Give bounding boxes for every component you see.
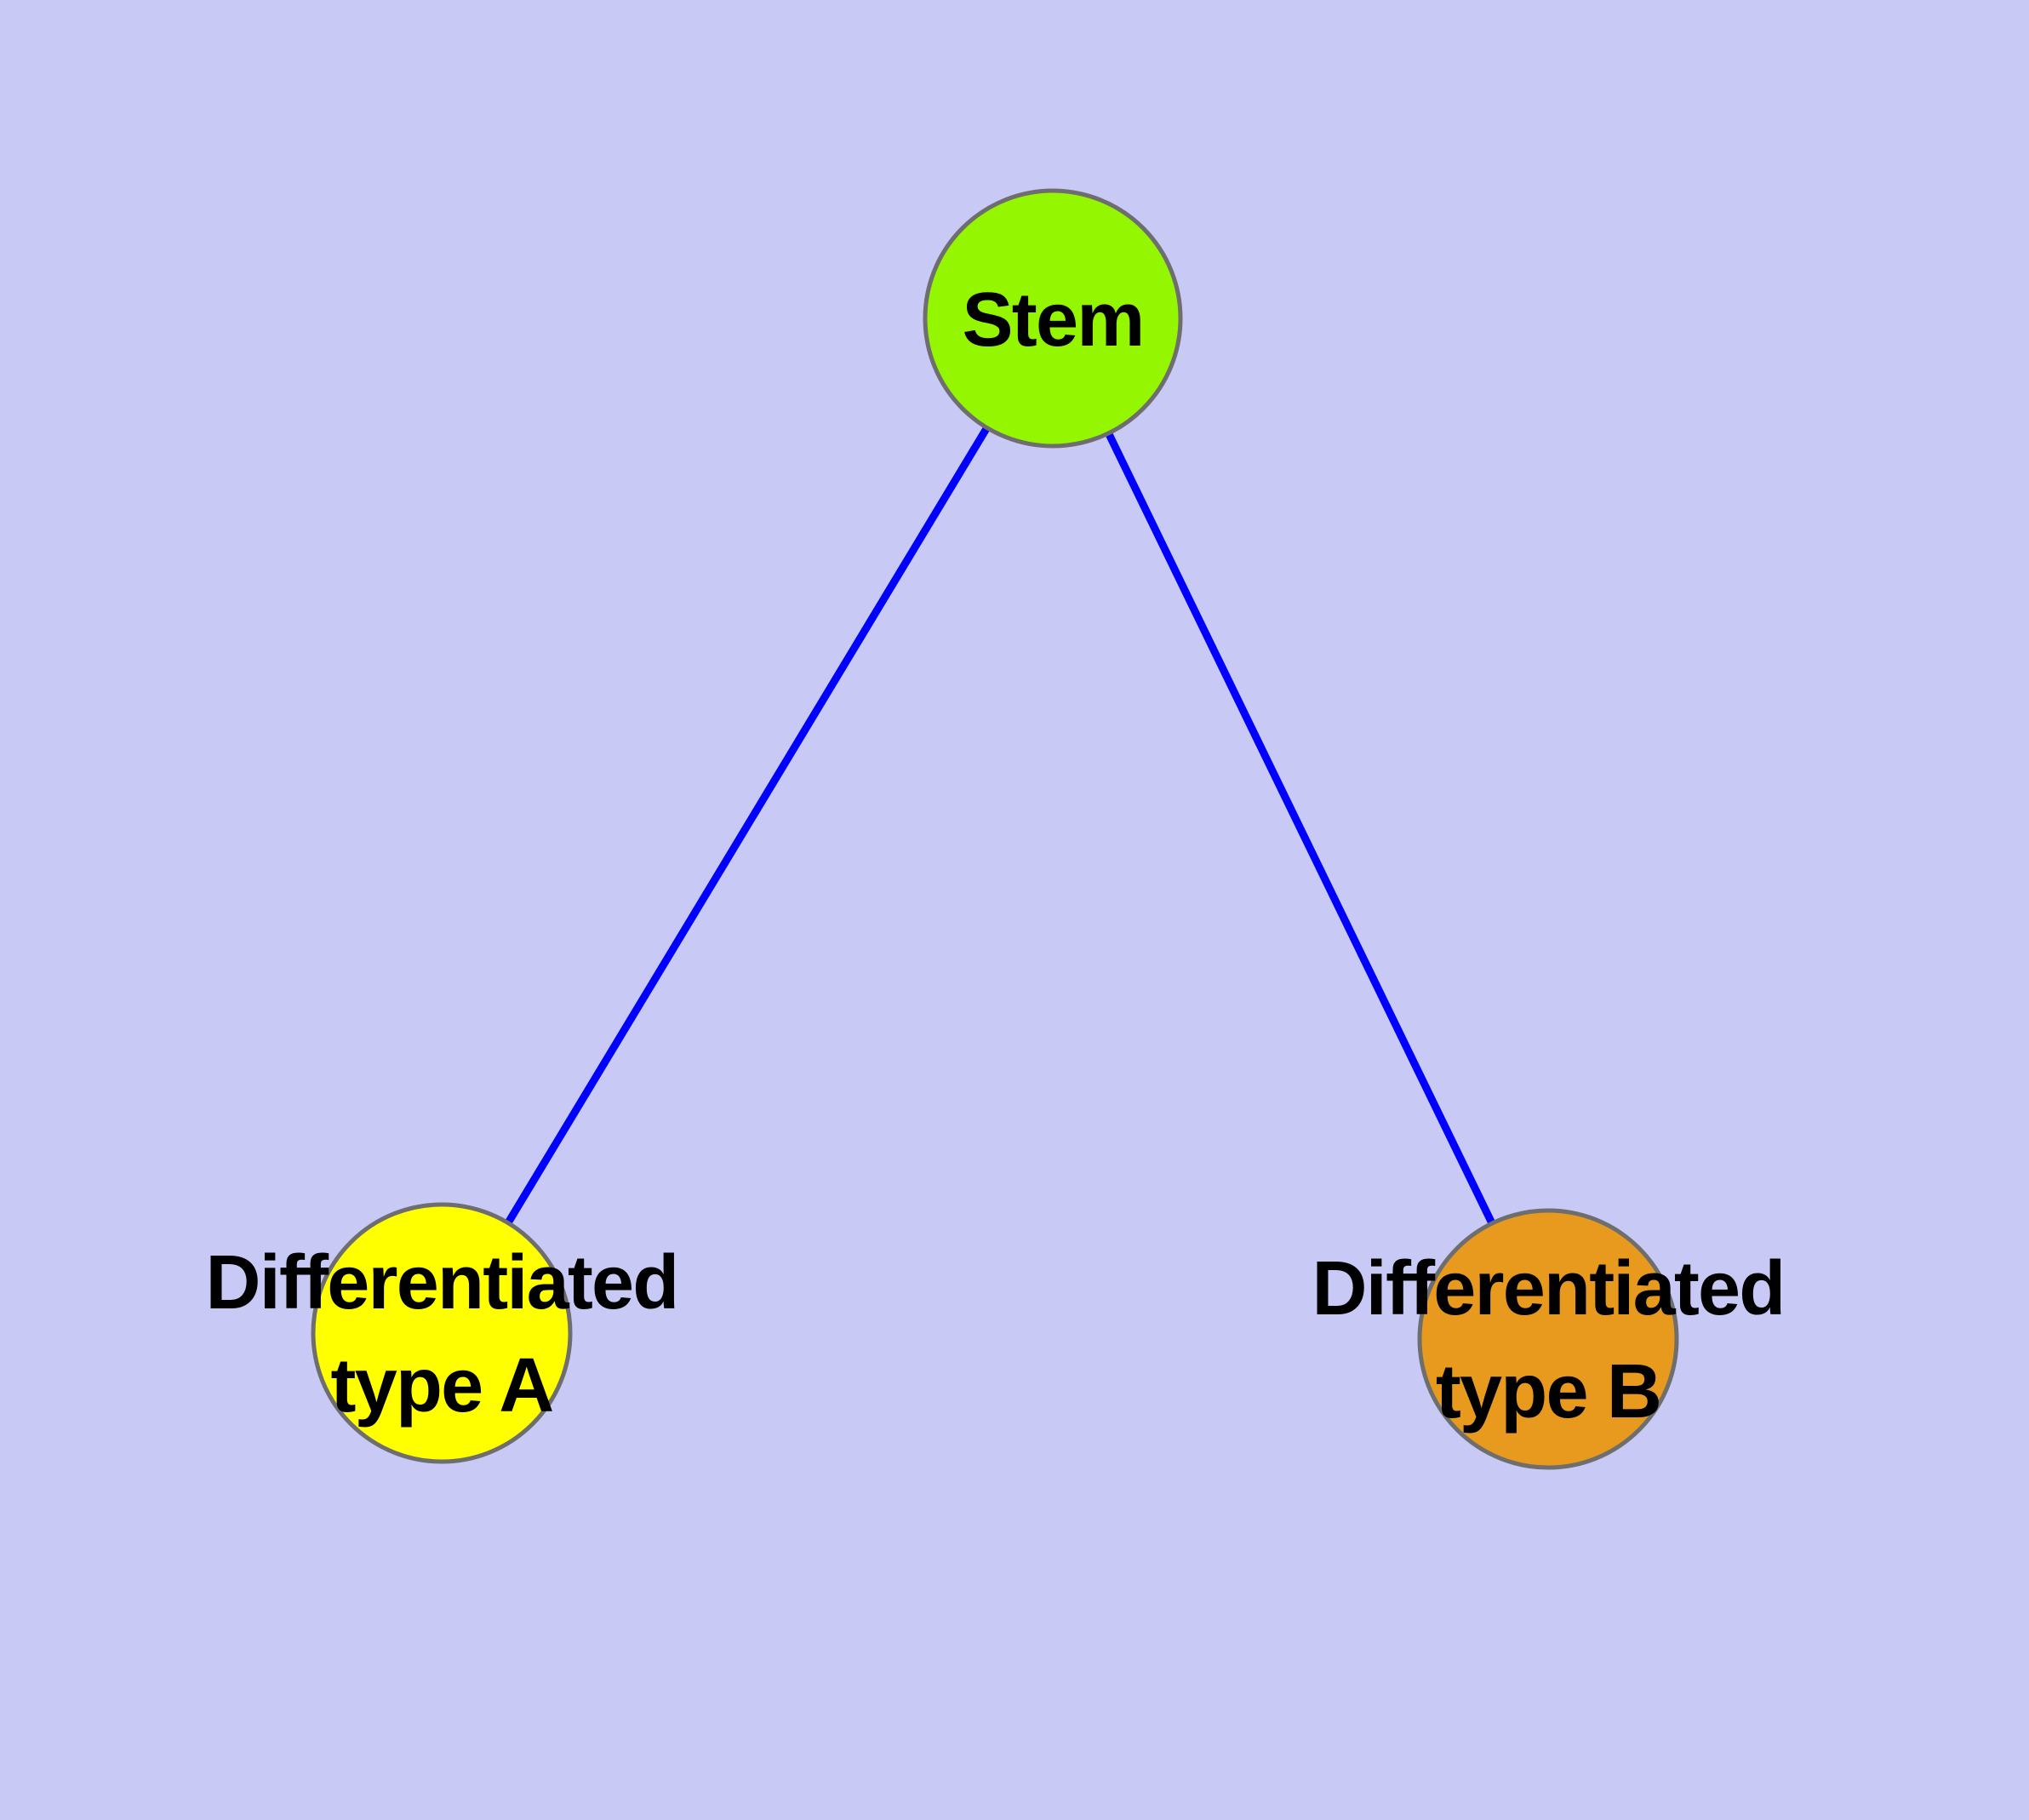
- node-differentiated-type-b[interactable]: [1417, 1208, 1679, 1470]
- node-type-a-label-line1: Differentiated: [206, 1240, 678, 1325]
- edge-stem-to-type-b: [1049, 317, 1552, 1341]
- node-stem-label: Stem: [963, 278, 1144, 363]
- node-stem[interactable]: [923, 188, 1183, 449]
- node-type-b-label-line1: Differentiated: [1312, 1246, 1785, 1331]
- node-type-a-label-line2: type A: [331, 1343, 553, 1428]
- edge-stem-to-type-a: [438, 316, 1056, 1336]
- node-differentiated-type-a[interactable]: [311, 1202, 573, 1464]
- node-type-b-label-line2: type B: [1436, 1349, 1660, 1434]
